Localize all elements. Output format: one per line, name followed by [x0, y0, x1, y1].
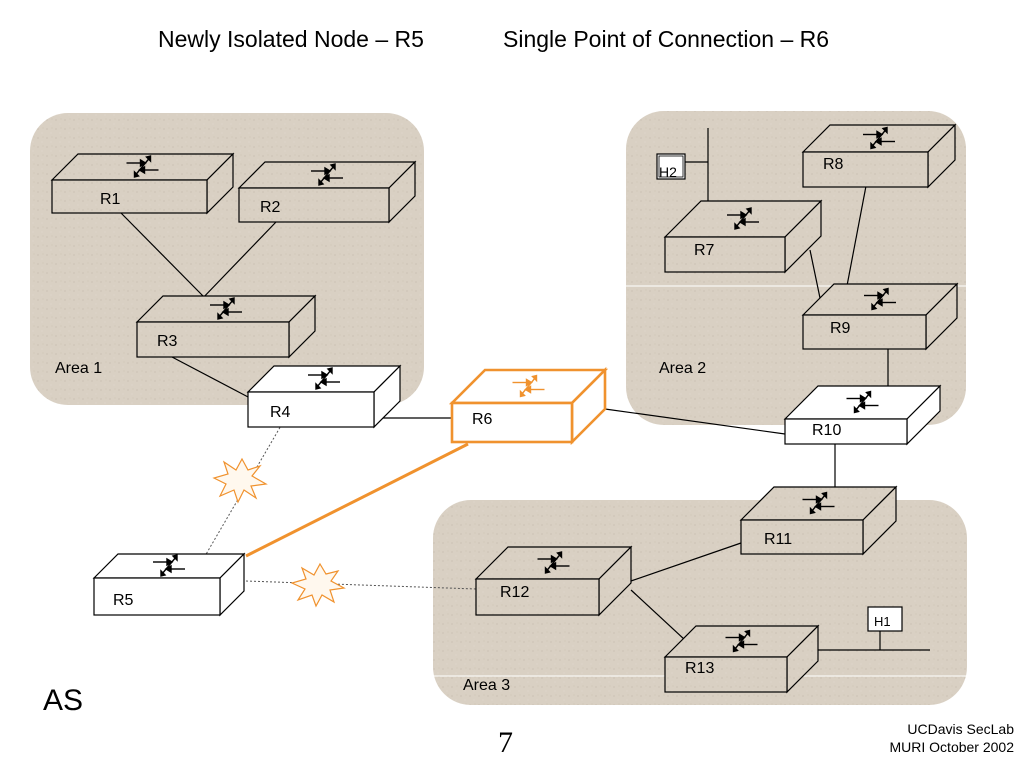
router-arrows-icon: [210, 297, 242, 320]
router-r1-label: R1: [100, 191, 121, 208]
page-number: 7: [498, 726, 513, 759]
link-r5-r6: [245, 442, 469, 558]
failure-burst-icon: [212, 457, 268, 504]
router-r10-label: R10: [812, 422, 841, 439]
router-r4: R4: [246, 364, 402, 429]
router-arrows-icon: [153, 554, 185, 577]
footer-line-1: UCDavis SecLab: [907, 721, 1014, 737]
link-r8-r9: [845, 185, 867, 292]
router-r12-label: R12: [500, 584, 529, 601]
router-r7-label: R7: [694, 242, 715, 259]
link-r2-r3: [198, 221, 277, 303]
router-r5: R5: [92, 552, 246, 617]
router-arrows-icon: [846, 390, 879, 414]
link-r1-r3: [120, 212, 206, 299]
link-r12-r13: [630, 589, 686, 641]
router-r8: R8: [801, 123, 957, 189]
router-arrows-icon: [802, 491, 835, 515]
area-3-label: Area 3: [463, 677, 510, 694]
router-r10: R10: [783, 384, 942, 446]
router-r11-label: R11: [764, 531, 792, 548]
router-r8-label: R8: [823, 156, 844, 173]
host-h1-label: H1: [874, 614, 891, 629]
router-arrows-icon: [512, 374, 545, 398]
host-h2-box: [656, 153, 686, 180]
router-r12: R12: [474, 545, 633, 617]
router-r1: R1: [50, 152, 235, 215]
link-r7-r9: [809, 249, 821, 299]
router-r2-label: R2: [260, 199, 281, 216]
router-r4-label: R4: [270, 404, 291, 421]
failure-burst-icon: [290, 562, 346, 608]
router-r7: R7: [663, 199, 823, 274]
router-arrows-icon: [863, 126, 895, 150]
router-arrows-icon: [537, 551, 570, 574]
router-r13: R13: [663, 624, 820, 694]
router-arrows-icon: [308, 367, 340, 390]
router-arrows-icon: [311, 163, 343, 186]
router-r3: R3: [135, 294, 317, 359]
footer-line-2: MURI October 2002: [889, 739, 1015, 755]
router-r2: R2: [237, 160, 417, 224]
as-label: AS: [43, 684, 84, 717]
area-1-label: Area 1: [55, 360, 102, 377]
router-r3-label: R3: [157, 333, 178, 350]
heading-single-point: Single Point of Connection – R6: [503, 26, 830, 52]
router-arrows-icon: [725, 629, 758, 653]
router-r9: R9: [801, 282, 959, 351]
link-r6-r10: [604, 408, 786, 435]
heading-isolated-node: Newly Isolated Node – R5: [158, 26, 424, 52]
router-arrows-icon: [864, 287, 896, 311]
router-r13-label: R13: [685, 660, 714, 677]
link-r3-r4: [171, 356, 251, 399]
footer: UCDavis SecLab MURI October 2002: [890, 720, 1015, 756]
router-r6-label: R6: [472, 411, 493, 428]
link-r11-r12: [630, 542, 742, 582]
area-2-label: Area 2: [659, 360, 706, 377]
router-arrows-icon: [727, 207, 759, 230]
host-h2-label: H2: [659, 164, 677, 180]
router-r6: R6: [448, 366, 609, 446]
router-arrows-icon: [126, 155, 159, 178]
router-r9-label: R9: [830, 320, 851, 337]
host-h1-box: [867, 606, 903, 632]
router-r5-label: R5: [113, 592, 134, 609]
router-r11: R11: [739, 485, 898, 556]
